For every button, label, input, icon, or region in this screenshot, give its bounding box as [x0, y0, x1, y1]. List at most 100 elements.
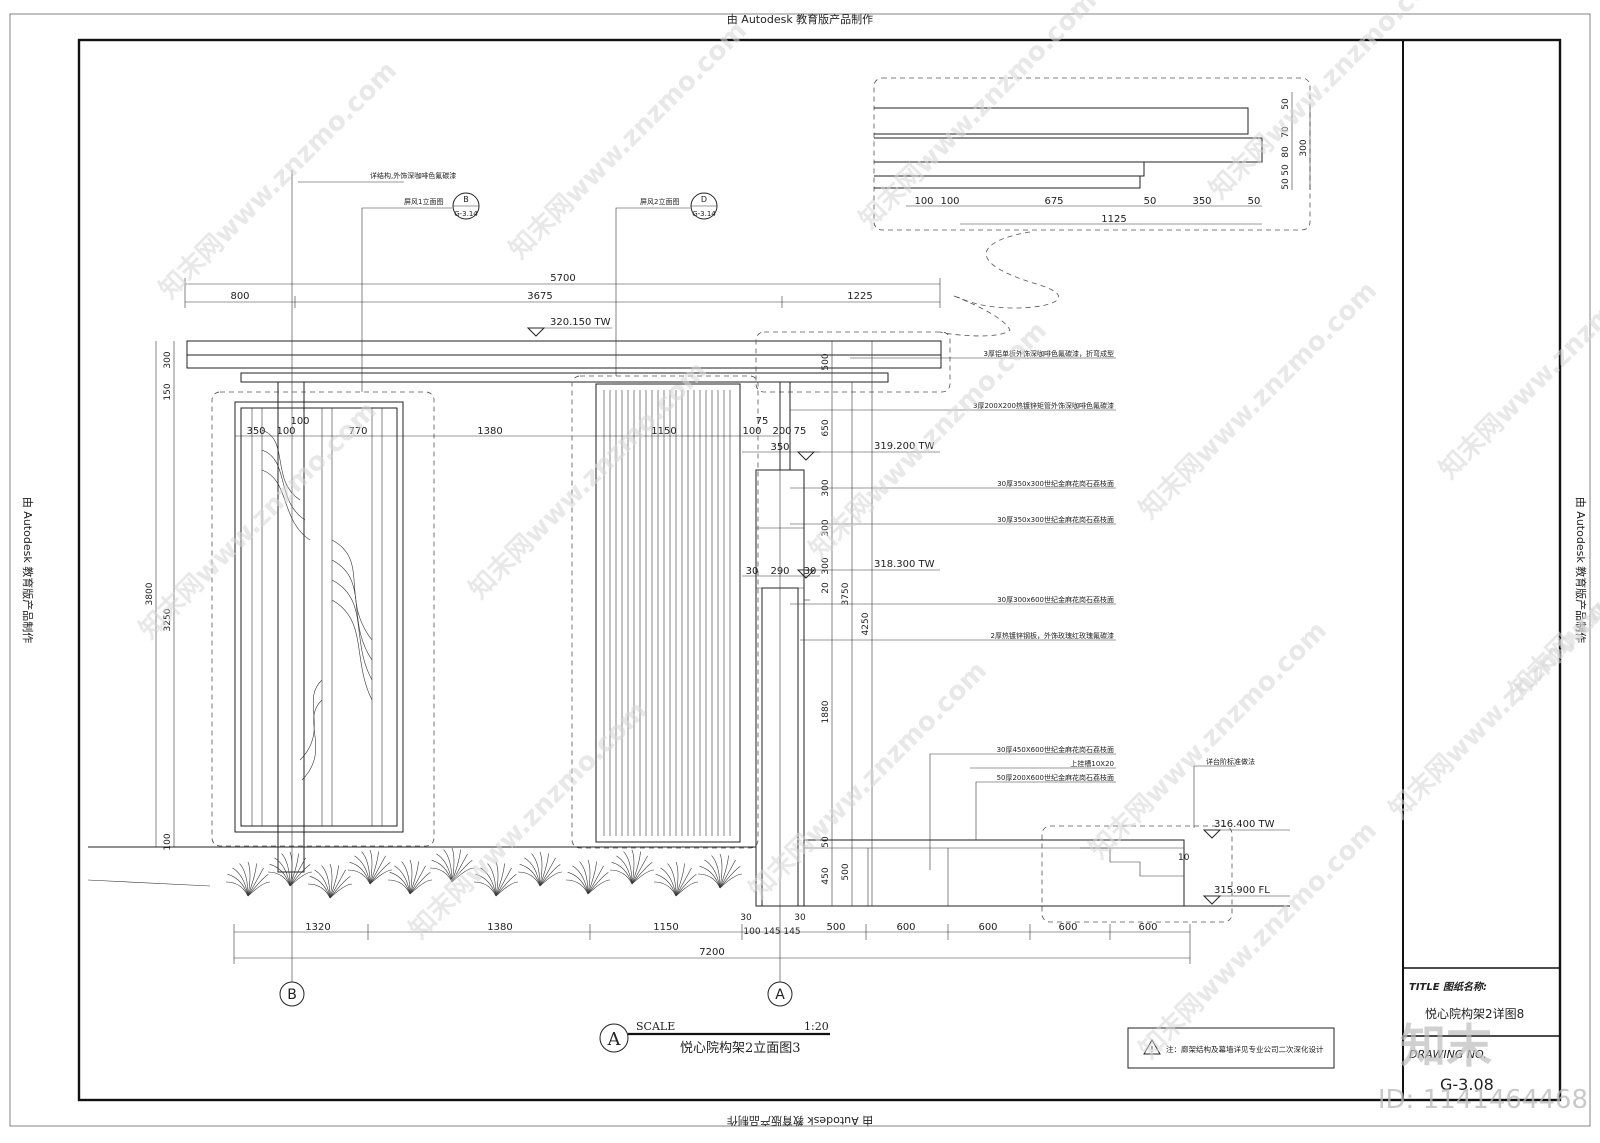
section-detail-boundary — [873, 77, 1311, 231]
title-block-value: 悦心院构架2详图8 — [1425, 1006, 1524, 1021]
dim-top-1: 800 — [230, 291, 249, 302]
dim-top-2: 3675 — [527, 291, 552, 302]
screen1-boundary — [211, 391, 435, 847]
pier-courses — [756, 527, 810, 601]
dim-bottom-7: 500 — [826, 922, 845, 933]
dim-pier-r4: 300 — [821, 519, 831, 536]
screen1-verticals — [251, 408, 383, 826]
screen1-inner-frame — [240, 407, 398, 827]
dim-pier-a4: 75 — [794, 426, 807, 437]
watermark-site: 知末网www.znzmo.com — [404, 696, 653, 945]
level-pier-top: 319.200 TW — [874, 441, 935, 452]
dim-left-2: 150 — [163, 383, 173, 400]
note-6: 2厚热镀锌钢板，外饰玫瑰红玫瑰氟碳漆 — [991, 631, 1114, 640]
autodesk-stamp-bottom: 由 Autodesk 教育版产品制作 — [727, 1114, 873, 1128]
screen2-slats — [603, 390, 731, 836]
ref-screen1-letter: B — [463, 195, 469, 204]
bench-detail-boundary — [1041, 825, 1233, 923]
dim-screen1-3: 770 — [348, 426, 367, 437]
section-dim-b5: 350 — [1192, 196, 1211, 207]
callout-screen2-leader — [615, 207, 690, 376]
grid-label-b: B — [287, 987, 297, 1003]
note-box-frame — [1127, 1027, 1335, 1069]
dim-pier-total-c: 500 — [841, 863, 851, 880]
dim-pier-r6: 20 — [821, 582, 831, 594]
section-dim-r1: 50 — [1281, 98, 1291, 110]
section-dim-b4: 50 — [1144, 196, 1157, 207]
note-box: ! 注：廊架结构及幕墙详见专业公司二次深化设计 — [1127, 1027, 1335, 1069]
title-scale-label: SCALE — [636, 1020, 675, 1033]
dim-pier-r8: 50 — [821, 836, 831, 848]
dim-bottom-4: 100 — [743, 927, 760, 937]
dim-bottom-total: 7200 — [699, 947, 724, 958]
screen2-boundary — [571, 375, 759, 849]
drawing-frame — [77, 38, 1562, 1102]
grid-label-a: A — [775, 987, 785, 1003]
title-circle — [599, 1023, 629, 1053]
low-stone-wall — [803, 839, 1185, 907]
dim-bottom-10: 600 — [1058, 922, 1077, 933]
watermark-site: 知末网www.znzmo.com — [1384, 576, 1600, 825]
section-dim-r5: 50 — [1281, 178, 1291, 190]
watermark-id: ID: 1141464468 — [1378, 1085, 1588, 1115]
ground-leader — [87, 879, 211, 887]
dim-bottom-30a: 30 — [740, 913, 752, 923]
dim-top-total: 5700 — [550, 273, 575, 284]
watermark-site: 知末网www.znzmo.com — [804, 316, 1053, 565]
note-bench: 详台阶标准做法 — [1206, 757, 1255, 766]
drawing-no-label: DRAWING NO. — [1409, 1048, 1487, 1061]
level-marker-top-icon — [526, 327, 546, 337]
dim-pier-c1: 30 — [746, 566, 759, 577]
section-detail-leader — [939, 231, 1059, 337]
dim-bottom-2: 1380 — [487, 922, 512, 933]
dim-pier-r2: 650 — [821, 419, 831, 436]
note-5: 30厚300x600世纪金麻花岗石荔枝面 — [997, 595, 1114, 604]
dim-bottom-3: 1150 — [653, 922, 678, 933]
dim-bottom-11: 600 — [1138, 922, 1157, 933]
canopy-beam-lower — [240, 372, 889, 383]
autodesk-stamp-left: 由 Autodesk 教育版产品制作 — [21, 497, 35, 643]
dim-pier-c3: 30 — [804, 566, 817, 577]
dim-pier-a1: 100 — [742, 426, 761, 437]
watermark-site: 知末网www.znzmo.com — [854, 0, 1103, 235]
dim-gap: 1380 — [477, 426, 502, 437]
section-layer-4 — [874, 175, 1141, 189]
autodesk-stamp-top: 由 Autodesk 教育版产品制作 — [727, 12, 873, 26]
dim-pier-total-b: 4250 — [861, 612, 871, 635]
dim-left-total: 3800 — [145, 582, 155, 605]
note-box-text: 注：廊架结构及幕墙详见专业公司二次深化设计 — [1166, 1044, 1324, 1054]
dim-bottom-5: 145 — [763, 927, 780, 937]
drawing-no-value: G-3.08 — [1440, 1075, 1494, 1094]
dim-pier-r5: 300 — [821, 557, 831, 574]
dim-screen1-top: 100 — [290, 416, 309, 427]
watermark-site: 知末网www.znzmo.com — [1434, 236, 1600, 485]
watermark-site: 知末网www.znzmo.com — [1204, 0, 1453, 205]
watermark-site: 知末网www.znzmo.com — [154, 56, 403, 305]
callout-screen2: 屏风2立面图 — [640, 197, 679, 206]
watermark-site: 知末网www.znzmo.com — [1084, 616, 1333, 865]
dim-bottom-6: 145 — [783, 927, 800, 937]
drawing-name: 悦心院构架2立面图3 — [680, 1041, 801, 1056]
ref-screen2-letter: D — [701, 195, 707, 204]
sheet-trim-border — [9, 13, 1591, 1127]
note-2: 3厚200X200热镀锌矩管外饰深咖啡色氟碳漆 — [973, 401, 1114, 410]
grid-bubble-a — [767, 981, 793, 1007]
section-dim-r-total: 300 — [1299, 139, 1309, 156]
canopy-beam-middle — [186, 354, 942, 369]
dim-bottom-8: 600 — [896, 922, 915, 933]
dim-top-3: 1225 — [847, 291, 872, 302]
level-marker-wall-icon — [1202, 829, 1222, 839]
callouts: 详结构,外饰深咖啡色氟碳漆 屏风1立面图 B G-3.14 屏风2立面图 D G… — [298, 171, 1255, 870]
level-floor: 315.900 FL — [1214, 885, 1270, 896]
note-3: 30厚350x300世纪金麻花岗石荔枝面 — [997, 479, 1114, 488]
low-wall-joints — [867, 848, 949, 906]
section-layer-1 — [874, 107, 1249, 135]
screen2-frame — [595, 383, 741, 843]
dim-left-1: 300 — [163, 351, 173, 368]
section-dim-r3: 80 — [1281, 146, 1291, 158]
ref-screen1-sheet: G-3.14 — [454, 210, 478, 218]
callout-screen1-leader — [361, 207, 452, 392]
